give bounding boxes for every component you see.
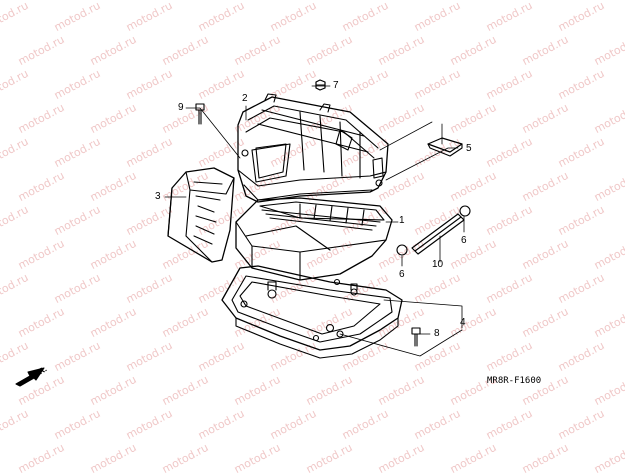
callout-1: 1 — [399, 215, 405, 226]
diagram-code: MR8R-F1600 — [487, 376, 542, 386]
air-duct-part — [167, 167, 235, 263]
housing-cover-part — [237, 93, 389, 203]
callout-3: 3 — [155, 191, 161, 202]
callout-10: 10 — [432, 259, 444, 270]
callout-9: 9 — [178, 102, 184, 113]
callout-7: 7 — [333, 80, 339, 91]
callout-8: 8 — [434, 328, 440, 339]
housing-case-part — [221, 265, 403, 359]
leader-lines — [164, 85, 465, 357]
front-direction-arrow-icon — [15, 367, 45, 387]
air-filter-element-part — [235, 197, 393, 286]
callout-2: 2 — [242, 93, 248, 104]
callout-6-right: 6 — [461, 235, 467, 246]
drain-tube-part — [396, 205, 471, 256]
callout-4: 4 — [460, 317, 466, 328]
callout-6-left: 6 — [399, 269, 405, 280]
seal-pad-part — [427, 137, 463, 157]
fastener-parts — [195, 79, 421, 347]
callout-5: 5 — [466, 143, 472, 154]
